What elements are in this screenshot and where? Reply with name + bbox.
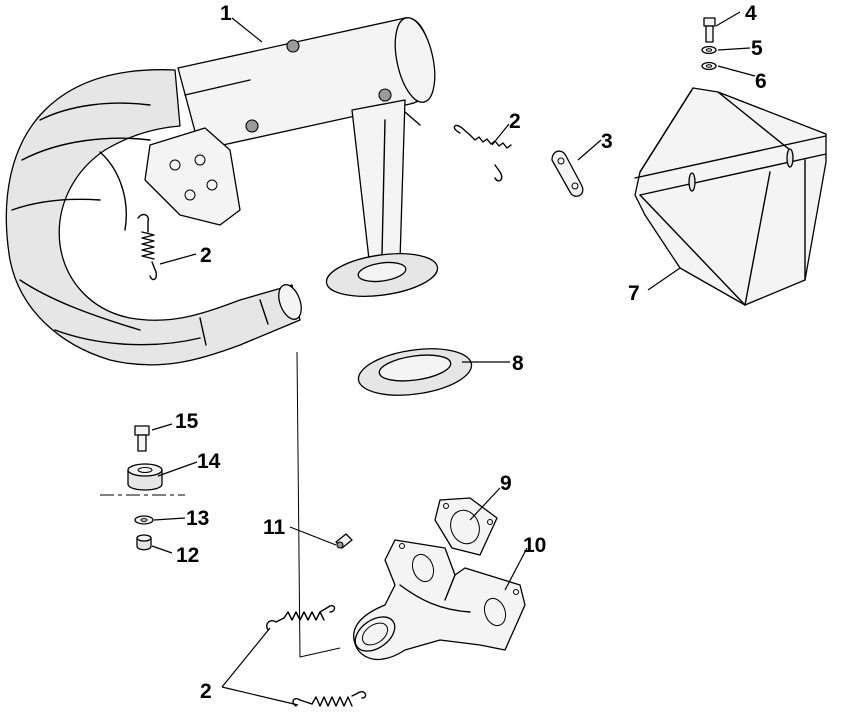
- callout-14: 14: [197, 450, 221, 473]
- manifold-gasket: [434, 497, 498, 556]
- spring-upper-right: [453, 124, 512, 182]
- callout-5: 5: [751, 37, 763, 60]
- callout-2-upper: 2: [509, 110, 521, 133]
- callout-2-lower: 2: [200, 680, 212, 703]
- clip: [551, 150, 584, 197]
- y-manifold: [353, 539, 526, 661]
- callout-1: 1: [220, 2, 232, 25]
- bolt-15: [134, 425, 150, 452]
- callout-9: 9: [500, 472, 512, 495]
- spring-left: [137, 213, 158, 281]
- washer-5: [701, 45, 717, 55]
- callout-15: 15: [175, 410, 199, 433]
- callout-6: 6: [755, 70, 767, 93]
- callout-11: 11: [263, 516, 286, 539]
- heat-shield: [634, 87, 827, 306]
- callout-12: 12: [176, 544, 199, 567]
- callout-7: 7: [628, 282, 640, 305]
- spring-lower-2: [292, 690, 367, 707]
- callout-13: 13: [186, 507, 209, 530]
- screw-11: [335, 533, 353, 549]
- callout-4: 4: [745, 2, 757, 25]
- bolt-top-right: [703, 17, 716, 43]
- spring-lower-1: [266, 604, 336, 631]
- callout-10: 10: [523, 534, 546, 557]
- leader-lines: [151, 11, 756, 706]
- gasket: [357, 348, 473, 396]
- washer-6: [701, 61, 717, 71]
- callout-3: 3: [601, 130, 613, 153]
- callout-2-left: 2: [200, 244, 212, 267]
- grommet-14: [127, 463, 163, 491]
- callout-8: 8: [512, 352, 524, 375]
- washer-13: [134, 515, 154, 525]
- nut-12: [136, 534, 152, 551]
- reference-line: [296, 351, 341, 658]
- expansion-chamber-pipe: [5, 17, 439, 366]
